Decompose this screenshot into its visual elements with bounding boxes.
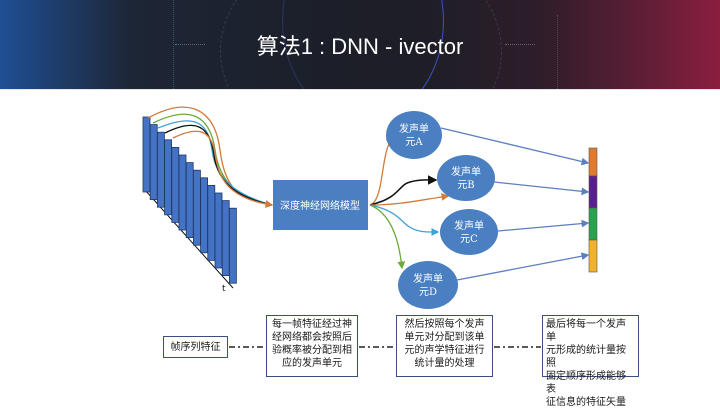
svg-text:元D: 元D [419, 287, 437, 298]
curve-cyan [157, 120, 273, 206]
feature-segment-b [588, 175, 598, 209]
frame-5 [171, 146, 180, 223]
arrow-to-unit-b-black [369, 175, 438, 206]
feature-segment-c [588, 207, 598, 241]
svg-text:元C: 元C [460, 234, 478, 245]
unit-c-node: 发声单 元C [440, 209, 498, 255]
frame-7 [185, 162, 194, 239]
dnn-model-box [273, 180, 368, 230]
svg-text:发声单: 发声单 [451, 165, 481, 178]
frame-to-dnn-curves [147, 106, 274, 208]
banner-decoration-dots [175, 44, 205, 45]
arrow-to-unit-a [369, 137, 394, 206]
dnn-to-unit-arrows [369, 137, 450, 270]
arrow-a-to-vector [440, 127, 590, 166]
svg-text:元B: 元B [457, 180, 474, 191]
svg-text:发声单: 发声单 [454, 219, 484, 232]
frame-sequence [142, 116, 237, 284]
curve-black [164, 124, 273, 206]
frame-13 [228, 207, 237, 284]
slide-title: 算法1 : DNN - ivector [256, 33, 464, 59]
step-2-box: 然后按照每个发声 单元对分配到该单 元的声学特征进行 统计量的处理 [396, 315, 493, 377]
banner-decoration-line [557, 15, 558, 89]
frame-feature-box: 帧序列特征 [163, 336, 228, 358]
arrow-to-unit-c [369, 204, 440, 236]
frame-1 [142, 116, 151, 193]
arrow-to-unit-d [369, 204, 406, 270]
frame-12 [221, 200, 230, 277]
dnn-model-label: 深度神经网络模型 [280, 199, 360, 212]
time-axis-label: t [222, 284, 226, 294]
arrow-c-to-vector [497, 219, 590, 232]
frame-6 [178, 154, 187, 231]
unit-d-node: 发声单 元D [398, 261, 458, 309]
frame-2 [149, 124, 158, 200]
arrow-to-unit-b-orange [369, 193, 450, 206]
feature-vector [588, 147, 598, 273]
frame-8 [192, 169, 201, 246]
banner-decoration-dots [505, 44, 535, 45]
unit-to-vector-arrows [440, 127, 590, 281]
svg-text:发声单: 发声单 [413, 272, 443, 285]
frame-3 [156, 131, 165, 208]
feature-segment-d [588, 239, 598, 273]
title-banner [0, 0, 720, 89]
step-3-box: 最后将每一个发声单 元形成的统计量按照 固定顺序形成能够表 征信息的特征矢量 [542, 315, 639, 408]
frame-10 [207, 184, 216, 261]
banner-decoration-line [173, 0, 174, 89]
step-1-box: 每一帧特征经过神 经网络都会按照后 验概率被分配到相 应的发声单元 [266, 315, 358, 377]
feature-segment-a [588, 147, 598, 177]
frame-4 [164, 139, 173, 216]
banner-divider [0, 89, 720, 90]
unit-b-node: 发声单 元B [437, 155, 495, 201]
unit-a-node: 发声单 元A [386, 111, 442, 159]
svg-text:元A: 元A [405, 137, 423, 148]
frame-11 [214, 192, 223, 269]
frame-9 [200, 177, 209, 254]
banner-decoration-ring [220, 0, 502, 89]
curve-orange-2 [172, 130, 274, 208]
arrow-d-to-vector [456, 252, 590, 281]
arrow-b-to-vector [493, 181, 590, 196]
svg-text:发声单: 发声单 [399, 122, 429, 135]
